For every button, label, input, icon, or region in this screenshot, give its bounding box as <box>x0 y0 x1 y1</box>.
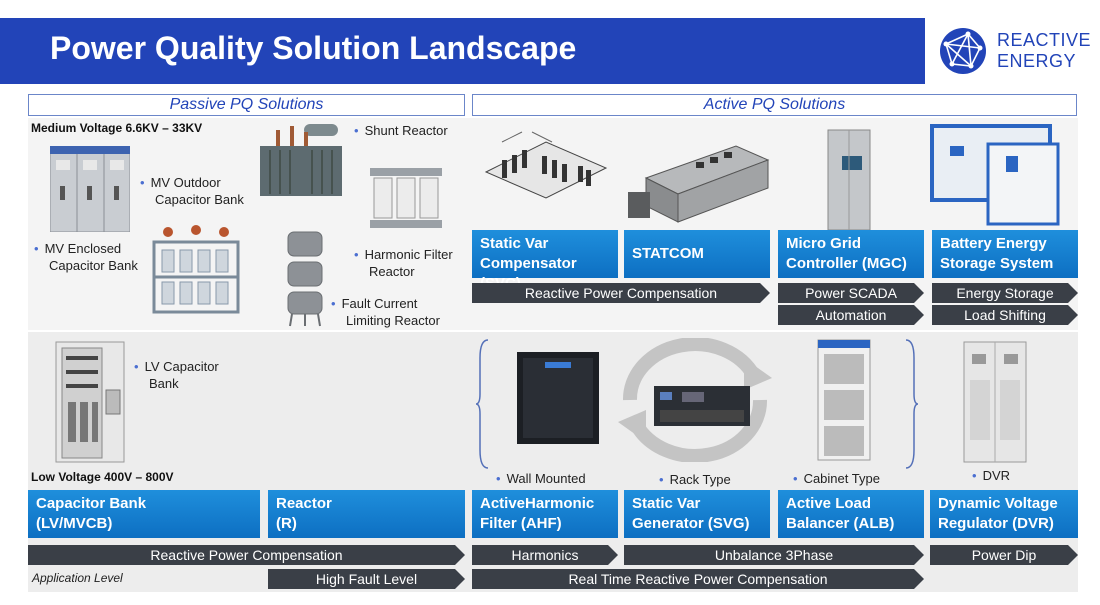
wall-mounted-label: Wall Mounted <box>496 470 586 487</box>
logo-line-2: ENERGY <box>997 51 1077 71</box>
mgc-box[interactable]: Micro Grid Controller (MGC) <box>778 230 924 278</box>
svc-box[interactable]: Static Var Compensator (SVC) <box>472 230 618 292</box>
real-time-compensation-arrow: Real Time Reactive Power Compensation <box>472 569 924 589</box>
power-dip-arrow: Power Dip <box>930 545 1078 565</box>
statcom-box[interactable]: STATCOM <box>624 230 770 278</box>
mgc-box-line-1: Micro Grid <box>786 235 862 252</box>
alb-box[interactable]: Active Load Balancer (ALB) <box>778 490 924 538</box>
svg-rack-unit-image <box>652 384 752 433</box>
harmonic-filter-label-2: Reactor <box>369 264 415 279</box>
mgc-box-line-2: Controller (MGC) <box>786 255 907 272</box>
svc-layout-image <box>482 122 610 223</box>
ahf-box-line-2: Filter (AHF) <box>480 515 562 532</box>
bess-container-image <box>930 122 1076 231</box>
reactive-power-compensation-bottom-arrow: Reactive Power Compensation <box>28 545 465 565</box>
dvr-cabinet-image <box>962 340 1028 469</box>
dvr-box[interactable]: Dynamic Voltage Regulator (DVR) <box>930 490 1078 538</box>
mv-outdoor-label: MV Outdoor <box>140 174 221 191</box>
dvr-box-line-1: Dynamic Voltage <box>938 495 1058 512</box>
alb-box-line-1: Active Load <box>786 495 872 512</box>
alb-box-line-2: Balancer (ALB) <box>786 515 895 532</box>
harmonic-filter-label: Harmonic Filter <box>354 246 453 263</box>
ahf-wall-unit-image <box>515 350 601 451</box>
title-bar <box>0 18 925 84</box>
ahf-box[interactable]: ActiveHarmonic Filter (AHF) <box>472 490 618 538</box>
left-brace-icon <box>475 338 490 475</box>
bess-box-line-1: Battery Energy <box>940 235 1047 252</box>
shunt-reactor-image <box>256 120 346 205</box>
fault-current-reactor-image <box>284 228 326 333</box>
right-brace-icon <box>904 338 919 475</box>
bess-box[interactable]: Battery Energy Storage System <box>932 230 1078 278</box>
lv-capacitor-cabinet-image <box>54 340 126 469</box>
dvr-box-line-2: Regulator (DVR) <box>938 515 1054 532</box>
rack-type-label: Rack Type <box>659 471 731 488</box>
globe-logo-icon <box>938 26 988 81</box>
svc-box-line-1: Static Var <box>480 235 549 252</box>
low-voltage-label: Low Voltage 400V – 800V <box>31 470 174 484</box>
unbalance-3phase-arrow: Unbalance 3Phase <box>624 545 924 565</box>
fault-current-label-2: Limiting Reactor <box>346 313 440 328</box>
energy-storage-arrow: Energy Storage <box>932 283 1078 303</box>
page-title: Power Quality Solution Landscape <box>50 30 577 66</box>
brand-logo-text: REACTIVE ENERGY <box>997 30 1091 72</box>
shunt-reactor-label: Shunt Reactor <box>354 122 448 139</box>
svg-box-line-2: Generator (SVG) <box>632 515 750 532</box>
mgc-cabinet-image <box>826 128 872 237</box>
high-fault-level-arrow: High Fault Level <box>268 569 465 589</box>
cycle-arrows-icon <box>612 337 778 467</box>
mv-enclosed-label: MV Enclosed <box>34 240 122 257</box>
svg-box-line-1: Static Var <box>632 495 701 512</box>
lv-capacitor-label: LV Capacitor <box>134 358 219 375</box>
mv-enclosed-cabinet-image <box>49 145 131 237</box>
active-section-label: Active PQ Solutions <box>472 94 1077 116</box>
reactive-power-compensation-top-arrow: Reactive Power Compensation <box>472 283 770 303</box>
lv-capacitor-label-2: Bank <box>149 376 179 391</box>
statcom-container-image <box>626 138 772 229</box>
capacitor-bank-box-line-2: (LV/MVCB) <box>36 515 113 532</box>
power-scada-arrow: Power SCADA <box>778 283 924 303</box>
svg-box[interactable]: Static Var Generator (SVG) <box>624 490 770 538</box>
harmonic-filter-reactor-image <box>368 166 444 235</box>
harmonics-arrow: Harmonics <box>472 545 618 565</box>
capacitor-bank-box-line-1: Capacitor Bank <box>36 495 147 512</box>
reactor-box[interactable]: Reactor (R) <box>268 490 465 538</box>
capacitor-bank-box[interactable]: Capacitor Bank (LV/MVCB) <box>28 490 260 538</box>
reactor-box-line-1: Reactor <box>276 495 332 512</box>
cabinet-type-label: Cabinet Type <box>793 470 880 487</box>
mv-outdoor-capacitor-image <box>150 222 242 323</box>
reactor-box-line-2: (R) <box>276 515 297 532</box>
alb-cabinet-image <box>816 338 872 467</box>
medium-voltage-label: Medium Voltage 6.6KV – 33KV <box>31 121 203 135</box>
dvr-label: DVR <box>972 467 1010 484</box>
load-shifting-arrow: Load Shifting <box>932 305 1078 325</box>
statcom-box-line-1: STATCOM <box>632 245 704 262</box>
mv-outdoor-label-2: Capacitor Bank <box>155 192 244 207</box>
ahf-box-line-1: ActiveHarmonic <box>480 495 595 512</box>
passive-section-label: Passive PQ Solutions <box>28 94 465 116</box>
fault-current-label: Fault Current <box>331 295 418 312</box>
application-level-label: Application Level <box>32 571 123 585</box>
bess-box-line-2: Storage System <box>940 255 1054 272</box>
logo-line-1: REACTIVE <box>997 30 1092 50</box>
automation-arrow: Automation <box>778 305 924 325</box>
mv-enclosed-label-2: Capacitor Bank <box>49 258 138 273</box>
